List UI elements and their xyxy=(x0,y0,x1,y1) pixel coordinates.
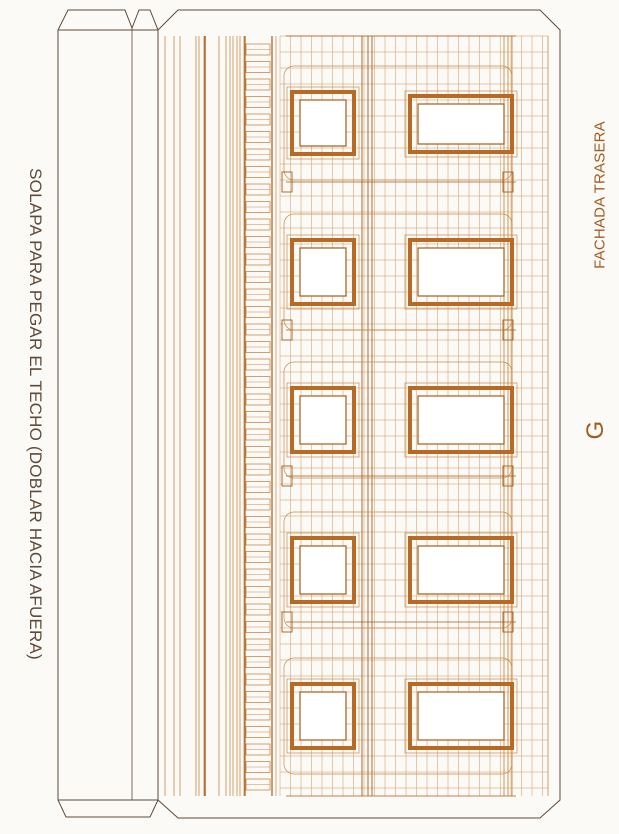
large-window-frame xyxy=(408,682,514,750)
large-window-frame xyxy=(408,536,514,604)
small-window-trim xyxy=(286,678,360,754)
facade-title-label: FACHADA TRASERA xyxy=(591,121,609,269)
flap-instruction-label: SOLAPA PARA PEGAR EL TECHO (DOBLAR HACIA… xyxy=(26,168,45,660)
roof-glue-flap xyxy=(57,9,159,818)
rear-facade-panel xyxy=(157,9,561,819)
large-window-frame xyxy=(408,238,514,306)
small-window-frame xyxy=(290,90,356,156)
small-window-pane xyxy=(299,545,347,595)
pilaster-capital xyxy=(502,465,514,487)
pilaster-capital xyxy=(281,465,293,487)
large-window-frame xyxy=(408,94,514,154)
large-window-trim xyxy=(404,234,518,310)
small-window-trim xyxy=(286,234,360,310)
large-window-frame xyxy=(408,386,514,454)
large-window-trim xyxy=(404,532,518,608)
small-window-pane xyxy=(299,395,347,445)
pilaster-capital xyxy=(281,171,293,193)
small-window-trim xyxy=(286,532,360,608)
pilaster-capital xyxy=(281,319,293,341)
small-window-frame xyxy=(290,238,356,306)
small-window-pane xyxy=(299,99,347,147)
large-window-pane xyxy=(417,691,505,741)
small-window-trim xyxy=(286,382,360,458)
pilaster-capital xyxy=(502,171,514,193)
sheet-letter-label: G xyxy=(582,420,609,440)
small-window-pane xyxy=(299,247,347,297)
small-window-frame xyxy=(290,682,356,750)
large-window-pane xyxy=(417,395,505,445)
large-window-pane xyxy=(417,545,505,595)
large-window-trim xyxy=(404,382,518,458)
flap-outline xyxy=(57,9,159,818)
large-window-trim xyxy=(404,90,518,158)
pilaster-capital xyxy=(281,611,293,633)
small-window-frame xyxy=(290,386,356,454)
pilaster-capital xyxy=(502,319,514,341)
small-window-trim xyxy=(286,86,360,160)
large-window-trim xyxy=(404,678,518,754)
small-window-pane xyxy=(299,691,347,741)
large-window-pane xyxy=(417,247,505,297)
small-window-frame xyxy=(290,536,356,604)
pilaster-capital xyxy=(502,611,514,633)
facade-outline xyxy=(157,9,561,819)
large-window-pane xyxy=(417,103,505,145)
